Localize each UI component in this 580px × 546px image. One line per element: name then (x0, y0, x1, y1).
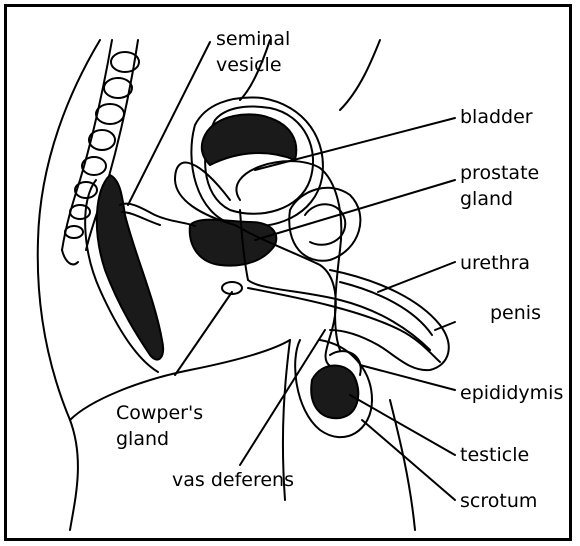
label-urethra: urethra (460, 250, 530, 276)
label-cowpers-gland: Cowper's gland (116, 400, 203, 452)
label-testicle: testicle (460, 442, 529, 468)
label-cowpers-line2: gland (116, 426, 203, 452)
label-seminal-line1: seminal (216, 26, 290, 52)
leader-testicle (350, 395, 455, 455)
label-prostate-gland: prostate gland (460, 160, 539, 212)
label-prostate-line2: gland (460, 186, 539, 212)
label-penis: penis (490, 300, 541, 326)
label-epididymis: epididymis (460, 380, 563, 406)
prostate-gland (190, 220, 277, 266)
label-vas-deferens: vas deferens (172, 467, 294, 493)
leader-prostate (255, 180, 455, 240)
bladder-dark (202, 114, 297, 165)
testicle (311, 366, 358, 419)
label-prostate-line1: prostate (460, 160, 539, 186)
leader-urethra (378, 262, 455, 292)
pubic-bone (289, 188, 360, 261)
body-back-contour (38, 40, 100, 530)
leader-seminal-vesicle (128, 42, 210, 205)
label-bladder: bladder (460, 104, 533, 130)
leader-epididymis (360, 365, 455, 390)
abdomen-contour (340, 40, 380, 110)
label-seminal-vesicle: seminal vesicle (216, 26, 290, 78)
label-scrotum: scrotum (460, 488, 537, 514)
label-cowpers-line1: Cowper's (116, 400, 203, 426)
label-seminal-line2: vesicle (216, 52, 290, 78)
